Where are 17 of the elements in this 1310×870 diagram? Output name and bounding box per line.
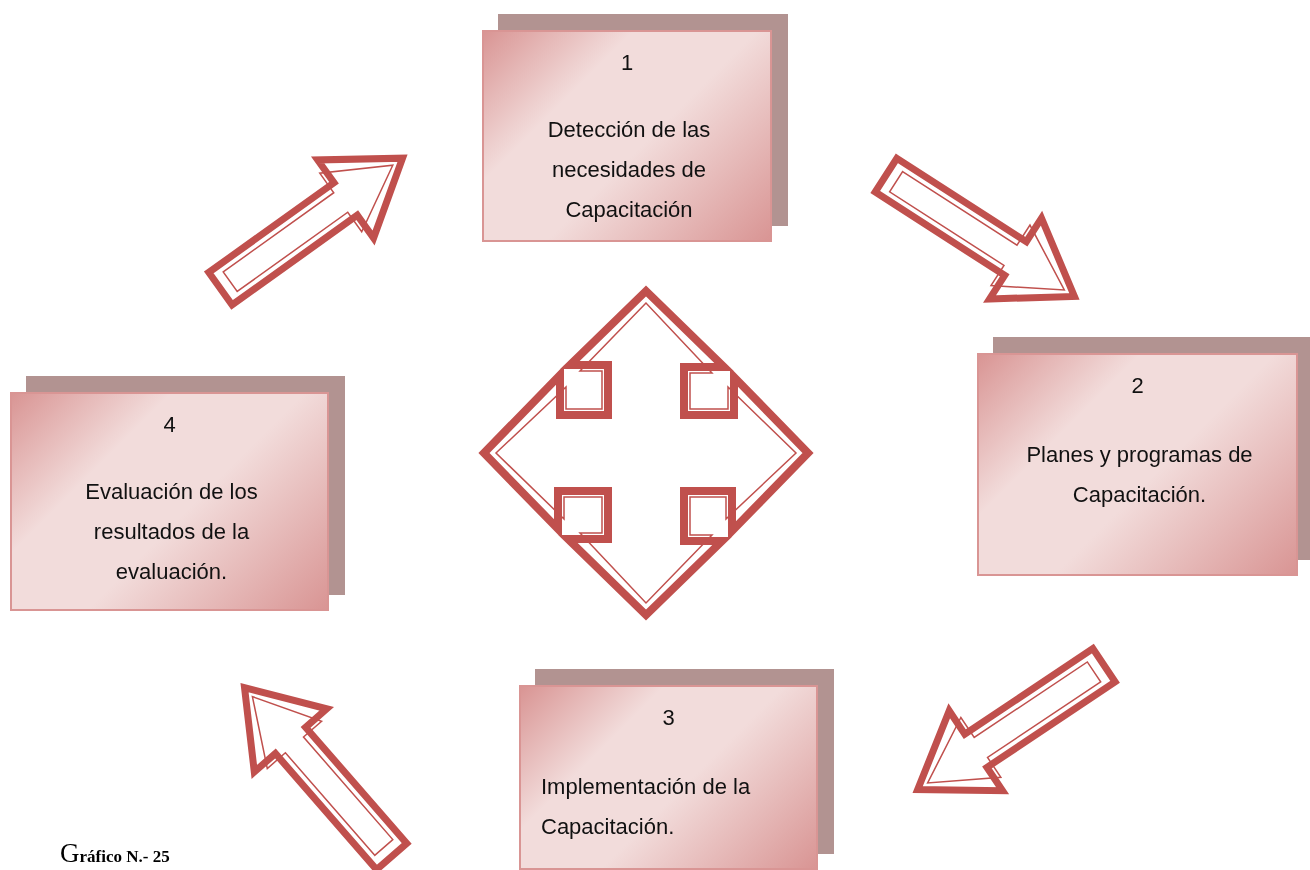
block-arrow xyxy=(203,154,408,310)
block-arrow xyxy=(240,682,412,870)
step-label: Detección de las necesidades de Capacitación xyxy=(546,116,712,224)
step-label: Implementación de la Capacitación. xyxy=(541,773,752,841)
step-number: 3 xyxy=(662,705,675,731)
step-box xyxy=(10,392,329,611)
step-box xyxy=(519,685,818,870)
step-number: 4 xyxy=(163,412,176,438)
step-number: 1 xyxy=(620,50,634,76)
figure-caption: Gráfico N.- 25 xyxy=(60,838,170,869)
step-label: Planes y programas de Capacitación. xyxy=(1025,441,1254,509)
step-box xyxy=(977,353,1298,576)
step-box xyxy=(482,30,772,242)
block-arrow xyxy=(870,153,1080,303)
step-number: 2 xyxy=(1131,373,1144,399)
block-arrow xyxy=(912,643,1120,795)
step-label: Evaluación de los resultados de la evaluación. xyxy=(84,478,259,586)
